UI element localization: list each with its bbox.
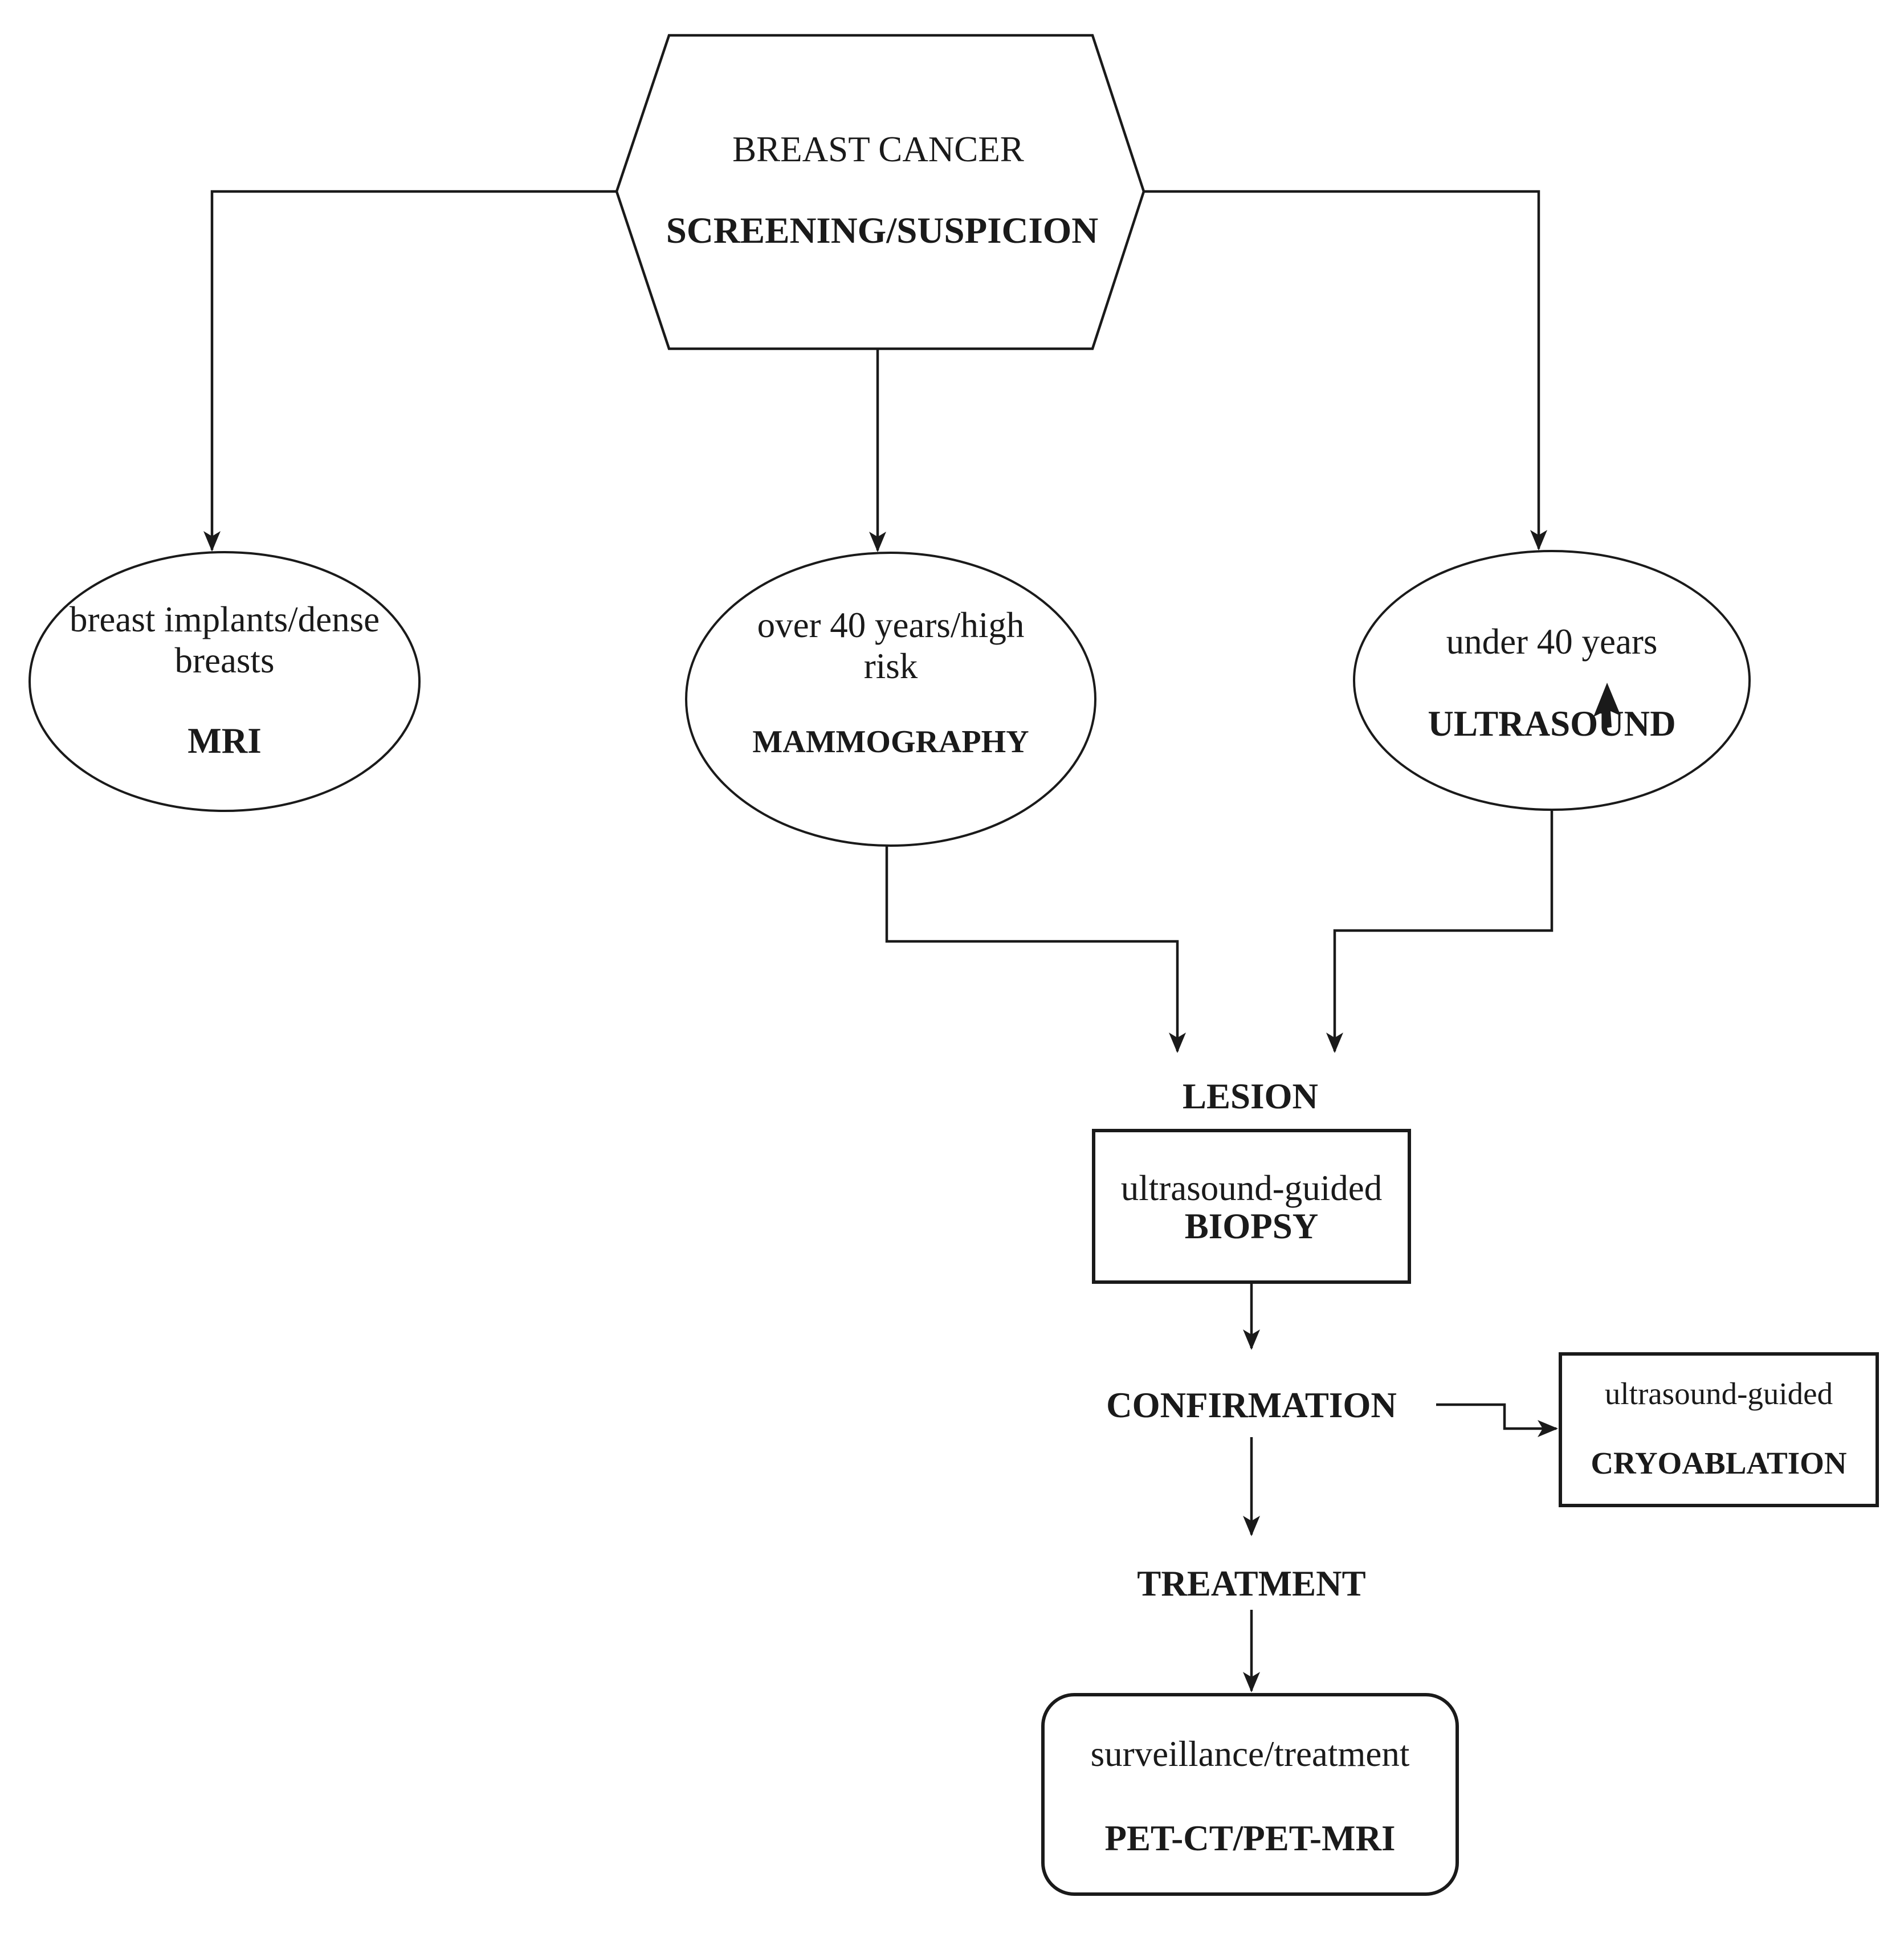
ellipse-mammography-node: [685, 552, 1096, 847]
treatment-label: TREATMENT: [1137, 1564, 1366, 1604]
ellipse-mri-node: [28, 551, 421, 812]
followup-condition-label: surveillance/treatment: [1090, 1734, 1410, 1774]
ultrasound-condition-label: under 40 years: [1446, 622, 1658, 662]
ultrasound-modality-label: ULTRASOUND: [1428, 704, 1676, 744]
biopsy-method-label: ultrasound-guided: [1120, 1168, 1383, 1208]
mammography-condition-label: over 40 years/high risk: [757, 605, 1025, 686]
hexagon-screening-node: [615, 34, 1145, 350]
connector-confirmation-to-cryoablation: [1436, 1403, 1558, 1437]
followup-modality-label: PET-CT/PET-MRI: [1104, 1818, 1396, 1858]
hexagon-subtitle: SCREENING/SUSPICION: [666, 210, 1099, 251]
ellipse-ultrasound-node: [1353, 550, 1751, 811]
mammography-modality-label: MAMMOGRAPHY: [752, 724, 1029, 760]
connector-hexagon-to-ultrasound: [1144, 190, 1547, 550]
biopsy-label: BIOPSY: [1184, 1206, 1319, 1246]
lesion-label: LESION: [1182, 1076, 1319, 1116]
cursor-up-icon: [1593, 683, 1621, 728]
mri-condition-label: breast implants/dense breasts: [69, 599, 380, 680]
cryoablation-label: CRYOABLATION: [1591, 1446, 1847, 1480]
confirmation-label: CONFIRMATION: [1106, 1385, 1397, 1425]
mri-modality-label: MRI: [187, 721, 262, 761]
connector-hexagon-to-mri: [203, 190, 617, 552]
connector-ultrasound-to-lesion: [1326, 810, 1554, 1053]
cryoablation-method-label: ultrasound-guided: [1604, 1376, 1833, 1411]
hexagon-title: BREAST CANCER: [732, 129, 1024, 169]
connector-mammography-to-lesion: [885, 846, 1186, 1053]
roundrect-followup-node: [1041, 1693, 1459, 1896]
rect-cryoablation-node: [1559, 1352, 1879, 1507]
